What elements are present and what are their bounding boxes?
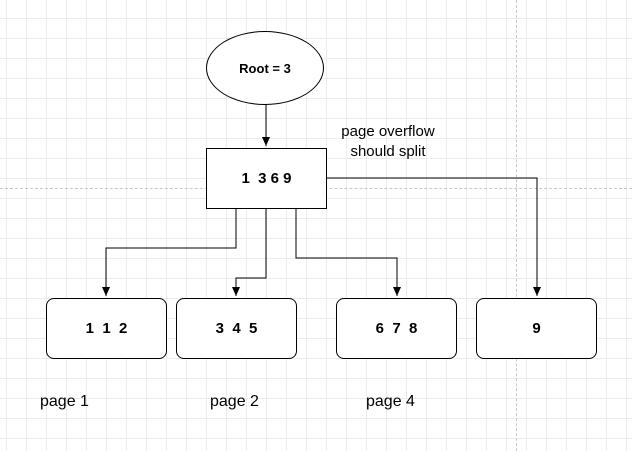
page-label-4: page 4 [366, 393, 415, 410]
root-node-label: 1 3 6 9 [241, 170, 292, 187]
leaf-node-3-label: 6 7 8 [375, 320, 418, 337]
leaf-node-2-label: 3 4 5 [215, 320, 258, 337]
leaf-node-4-label: 9 [532, 320, 541, 337]
leaf-node-3: 6 7 8 [336, 298, 457, 359]
edge-node-to-leaf-4 [327, 177, 541, 296]
root-pointer-ellipse: Root = 3 [206, 31, 324, 105]
leaf-node-4: 9 [476, 298, 597, 359]
root-pointer-label: Root = 3 [239, 60, 291, 76]
overflow-note-line-1: page overflow [341, 123, 435, 140]
overflow-note: page overflow should split [323, 122, 453, 162]
overflow-note-line-2: should split [350, 143, 426, 160]
leaf-node-1-label: 1 1 2 [85, 320, 128, 337]
guide-line-vertical [516, 0, 517, 451]
edge-node-to-leaf-2 [232, 209, 267, 296]
leaf-node-1: 1 1 2 [46, 298, 167, 359]
root-node: 1 3 6 9 [206, 148, 327, 209]
edge-node-to-leaf-3 [295, 209, 401, 296]
page-label-1: page 1 [40, 393, 89, 410]
page-label-2: page 2 [210, 393, 259, 410]
leaf-node-2: 3 4 5 [176, 298, 297, 359]
edge-node-to-leaf-1 [102, 209, 237, 296]
